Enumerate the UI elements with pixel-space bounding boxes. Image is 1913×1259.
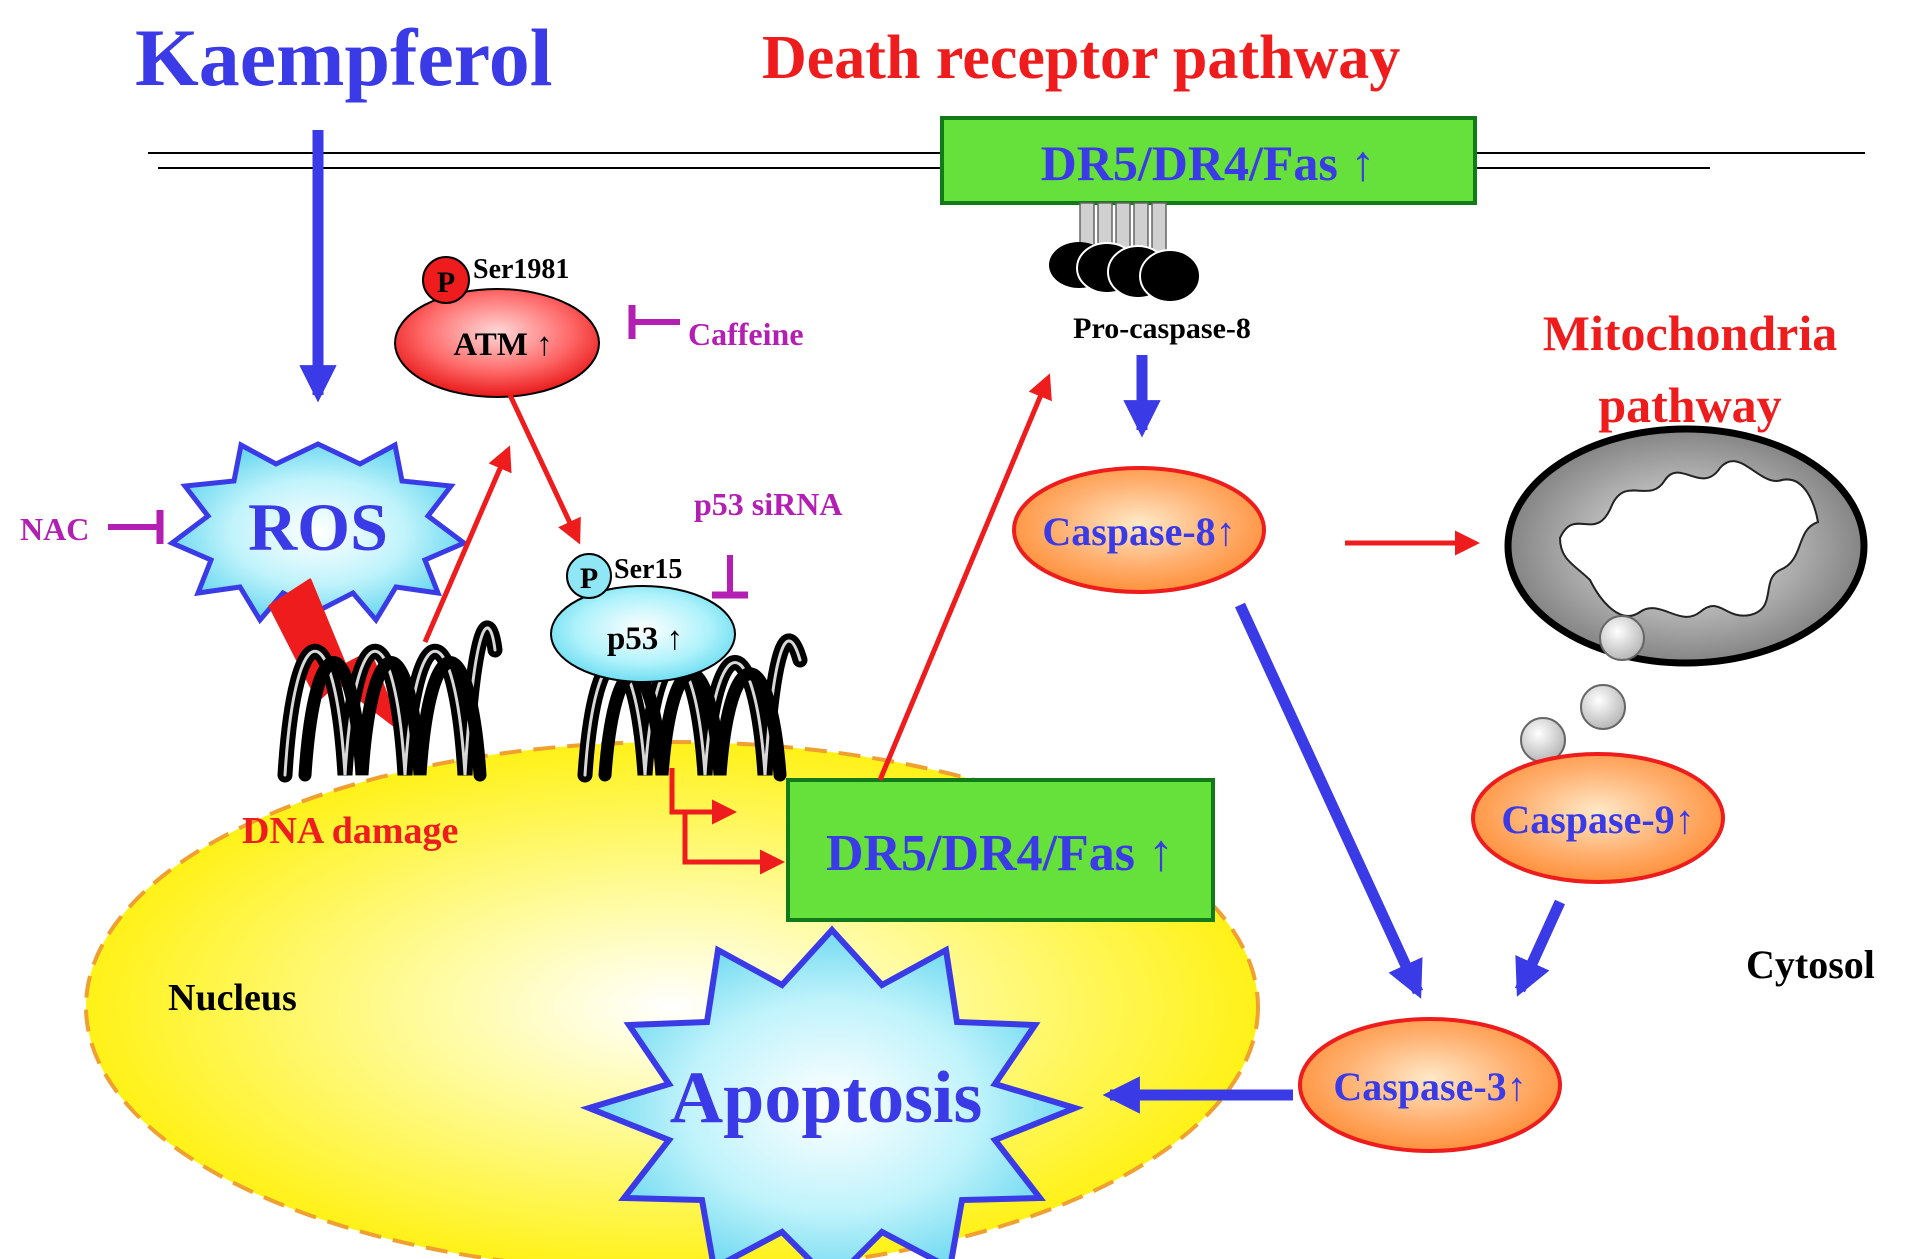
caspase8-ellipse — [1012, 466, 1266, 594]
mitochondrion-icon — [1504, 425, 1868, 667]
apoptosis-label: Apoptosis — [670, 1057, 983, 1139]
ros-label: ROS — [248, 489, 388, 565]
death-receptor-title: Death receptor pathway — [762, 24, 1400, 92]
caspase3-label: Caspase-3↑ — [1333, 1064, 1526, 1109]
atm-ellipse — [394, 288, 600, 398]
nac-label: NAC — [20, 511, 89, 547]
cytochrome-beads — [1520, 615, 1645, 763]
kaempferol-title: Kaempferol — [135, 12, 553, 103]
nuclear-receptor-box — [786, 778, 1215, 922]
nac-inhibition — [108, 510, 164, 544]
p53-phospho-site: Ser15 — [614, 554, 682, 585]
nuclear-dr-to-membrane-arrow — [877, 373, 1052, 781]
caspase8-to-caspase3-arrow — [1235, 602, 1423, 999]
p53-label: p53 ↑ — [607, 621, 683, 657]
dna-to-atm-arrow — [422, 445, 512, 643]
atm-phospho-p: P — [437, 266, 455, 299]
p53-phospho-p: P — [580, 562, 598, 595]
caspase8-label: Caspase-8↑ — [1042, 509, 1235, 554]
nuclear-receptor-label: DR5/DR4/Fas ↑ — [826, 825, 1174, 882]
p53-sirna-inhibition — [712, 555, 748, 599]
caspase9-to-caspase3-arrow — [1514, 899, 1566, 997]
caspase3-ellipse — [1298, 1017, 1562, 1153]
p53-phospho-circle — [566, 553, 612, 599]
pro-caspase8-icon — [1049, 242, 1201, 303]
transcription-arrows — [669, 768, 785, 875]
atm-phospho-site: Ser1981 — [473, 254, 569, 285]
dna-damaged-helix — [277, 620, 503, 783]
dna-damage-label: DNA damage — [242, 810, 458, 852]
mitochondria-title-line2: pathway — [1598, 377, 1781, 433]
p53-sirna-label: p53 siRNA — [694, 486, 842, 522]
caspase9-label: Caspase-9↑ — [1501, 797, 1694, 842]
atm-phospho-circle — [422, 256, 470, 304]
caffeine-inhibition — [628, 305, 680, 339]
membrane-receptor-box — [940, 116, 1477, 205]
caspase9-ellipse — [1471, 752, 1725, 884]
p53-ellipse — [550, 585, 736, 683]
pro-caspase8-label: Pro-caspase-8 — [1073, 312, 1251, 345]
atm-label: ATM ↑ — [453, 327, 552, 363]
apoptosis-burst-icon — [579, 925, 1085, 1259]
caffeine-label: Caffeine — [688, 316, 804, 352]
mitochondria-title-line1: Mitochondria — [1543, 305, 1837, 361]
nucleus-label: Nucleus — [168, 977, 297, 1019]
cytosol-label: Cytosol — [1746, 942, 1875, 987]
atm-to-p53-arrow — [507, 393, 581, 545]
membrane-receptor-label: DR5/DR4/Fas ↑ — [1041, 135, 1376, 191]
